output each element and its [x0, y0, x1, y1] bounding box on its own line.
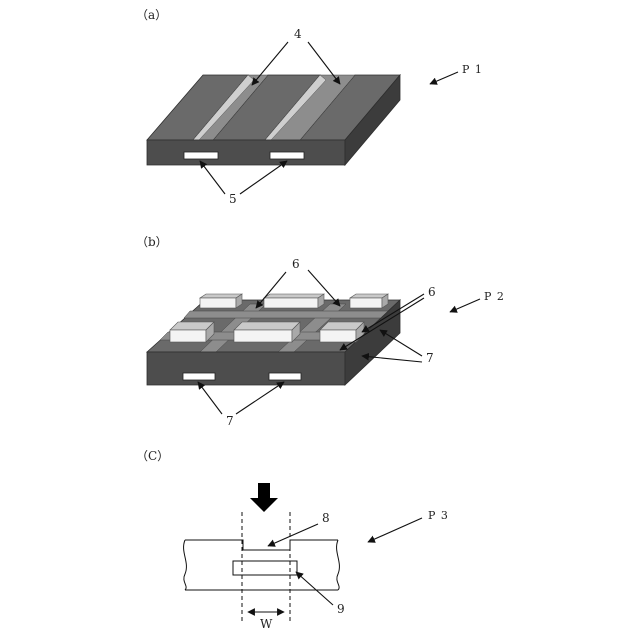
panel-c: （C） W 8 9 P 3 — [136, 449, 449, 631]
callout-6-right: 6 — [428, 285, 436, 299]
slab-a — [147, 75, 400, 165]
slot-b-1 — [183, 373, 215, 380]
cross-section — [184, 512, 340, 622]
block-b-back-left — [200, 294, 242, 308]
product-p3-label: P 3 — [428, 509, 449, 522]
product-p1-label: P 1 — [462, 63, 483, 76]
slot-b-2 — [269, 373, 301, 380]
callout-4: 4 — [294, 27, 302, 41]
panel-a-label: （a） — [136, 8, 167, 22]
width-label: W — [260, 617, 273, 631]
block-b-front-left — [170, 322, 214, 342]
slot-a-2 — [270, 152, 304, 159]
panel-a: （a） 4 5 P 1 — [136, 8, 483, 206]
slab-b — [147, 294, 400, 385]
block-b-front-mid — [234, 322, 300, 342]
panel-b: （b） — [136, 235, 505, 428]
callout-9: 9 — [337, 602, 345, 616]
embedded-element-9 — [233, 561, 297, 575]
panel-b-label: （b） — [136, 235, 168, 249]
slot-a-1 — [184, 152, 218, 159]
press-arrow — [250, 483, 278, 512]
callout-7-right: 7 — [426, 351, 434, 365]
block-b-back-right — [350, 294, 388, 308]
callout-8: 8 — [322, 511, 330, 525]
panel-c-label: （C） — [136, 449, 169, 463]
block-b-back-mid — [264, 294, 324, 308]
product-p2-label: P 2 — [484, 290, 505, 303]
callout-6-top: 6 — [292, 257, 300, 271]
callout-7-bottom: 7 — [226, 414, 234, 428]
callout-5: 5 — [229, 192, 237, 206]
